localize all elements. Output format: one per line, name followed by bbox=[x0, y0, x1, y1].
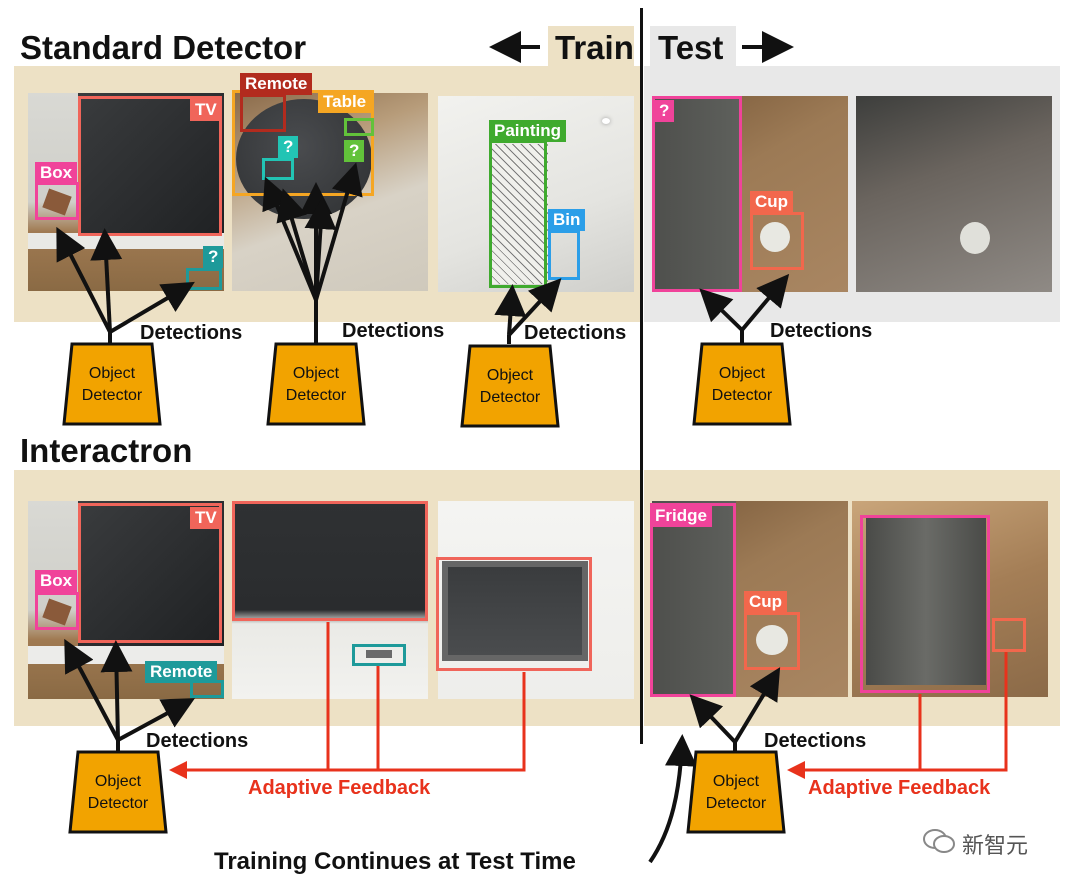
tag-cup-b4: Cup bbox=[744, 591, 788, 613]
detector-label-line1: Object bbox=[486, 367, 534, 384]
tag-box-1: Box bbox=[35, 162, 78, 184]
test-heading: Test bbox=[658, 29, 724, 66]
detections-label-3: Detections bbox=[524, 322, 627, 344]
tag-cup-4: Cup bbox=[750, 191, 794, 213]
detector-label-line1: Object bbox=[292, 365, 340, 382]
adaptive-feedback-label-2: Adaptive Feedback bbox=[808, 777, 991, 799]
tag-painting-3: Painting bbox=[489, 120, 567, 142]
detector-label-line2: Detector bbox=[87, 795, 149, 812]
fridge-side-b bbox=[652, 501, 736, 697]
tag-unknown-4: ? bbox=[654, 100, 675, 122]
bbox-unknown-2a bbox=[262, 158, 294, 180]
fridge-side bbox=[652, 96, 740, 292]
detections-label-2: Detections bbox=[342, 320, 445, 342]
cup-object bbox=[760, 222, 790, 252]
detections-label-1: Detections bbox=[140, 322, 243, 344]
object-detector-4: Object Detector bbox=[692, 342, 792, 426]
bbox-box-b1 bbox=[35, 592, 79, 630]
scene-image-test-cup-closeup bbox=[856, 96, 1052, 292]
bbox-fridge-b5 bbox=[860, 515, 990, 693]
tag-tv-b1: TV bbox=[190, 507, 222, 529]
bbox-tv-b1 bbox=[78, 503, 222, 643]
test-label-bg bbox=[650, 26, 736, 66]
bbox-cup-b5 bbox=[992, 618, 1026, 652]
detector-label-line2: Detector bbox=[285, 387, 347, 404]
bbox-tv-1 bbox=[78, 96, 222, 236]
bbox-bin-3 bbox=[548, 230, 580, 280]
cup-object-b bbox=[756, 625, 788, 655]
bbox-remote-b2 bbox=[352, 644, 406, 666]
scene-image-tv-front bbox=[438, 501, 634, 699]
tag-unknown-2b: ? bbox=[344, 140, 365, 162]
object-detector-3: Object Detector bbox=[460, 344, 560, 428]
object-detector-2: Object Detector bbox=[266, 342, 366, 426]
train-label-bg bbox=[548, 26, 634, 66]
painting-canvas bbox=[492, 144, 548, 284]
tag-bin-3: Bin bbox=[548, 209, 586, 231]
tag-unknown-1: ? bbox=[203, 246, 224, 268]
detector-label-line1: Object bbox=[94, 773, 142, 790]
tag-remote-b1: Remote bbox=[145, 661, 218, 683]
training-continues-arrow bbox=[648, 734, 697, 864]
bbox-cup-4 bbox=[750, 212, 804, 270]
train-heading: Train bbox=[555, 29, 634, 66]
detector-label-line1: Object bbox=[718, 365, 766, 382]
scene-image-tv-closeup bbox=[232, 501, 428, 699]
bbox-fridge-b4 bbox=[650, 503, 736, 697]
bbox-remote-2 bbox=[240, 94, 286, 132]
standard-detector-heading: Standard Detector bbox=[20, 29, 307, 66]
tag-unknown-2a: ? bbox=[278, 136, 299, 158]
bbox-unknown-1 bbox=[186, 268, 222, 290]
interactron-heading: Interactron bbox=[20, 432, 193, 469]
bbox-unknown-2b bbox=[344, 118, 374, 136]
detections-label-6: Detections bbox=[764, 730, 867, 752]
tag-remote-2: Remote bbox=[240, 73, 313, 95]
tv-front-panel bbox=[442, 561, 588, 661]
object-detector-5: Object Detector bbox=[68, 750, 168, 834]
remote-object-b2 bbox=[366, 650, 392, 658]
train-test-divider bbox=[640, 8, 643, 744]
training-continues-label: Training Continues at Test Time bbox=[214, 848, 576, 875]
bbox-tv-b3 bbox=[436, 557, 592, 671]
detections-label-5: Detections bbox=[146, 730, 249, 752]
detections-label-4: Detections bbox=[770, 320, 873, 342]
object-detector-6: Object Detector bbox=[686, 750, 786, 834]
detector-label-line2: Detector bbox=[81, 387, 143, 404]
watermark-text: 新智元 bbox=[962, 833, 1029, 858]
tag-box-b1: Box bbox=[35, 570, 78, 592]
bbox-tv-b2 bbox=[232, 501, 428, 621]
adaptive-feedback-label-1: Adaptive Feedback bbox=[248, 777, 431, 799]
detector-label-line1: Object bbox=[712, 773, 760, 790]
bbox-cup-b4 bbox=[744, 612, 800, 670]
detector-label-line2: Detector bbox=[711, 387, 773, 404]
detector-label-line1: Object bbox=[88, 365, 136, 382]
bbox-unknown-4 bbox=[652, 96, 742, 292]
tag-table-2: Table bbox=[318, 91, 372, 113]
detector-label-line2: Detector bbox=[479, 389, 541, 406]
ceiling-light bbox=[602, 118, 610, 124]
tag-tv-1: TV bbox=[190, 99, 222, 121]
wechat-icon bbox=[922, 828, 956, 854]
cup-object-closeup bbox=[960, 222, 990, 254]
bbox-painting-3 bbox=[489, 140, 547, 288]
scene-image-test-cup bbox=[652, 96, 848, 292]
tag-fridge-b4: Fridge bbox=[650, 505, 712, 527]
object-detector-1: Object Detector bbox=[62, 342, 162, 426]
detector-label-line2: Detector bbox=[705, 795, 767, 812]
